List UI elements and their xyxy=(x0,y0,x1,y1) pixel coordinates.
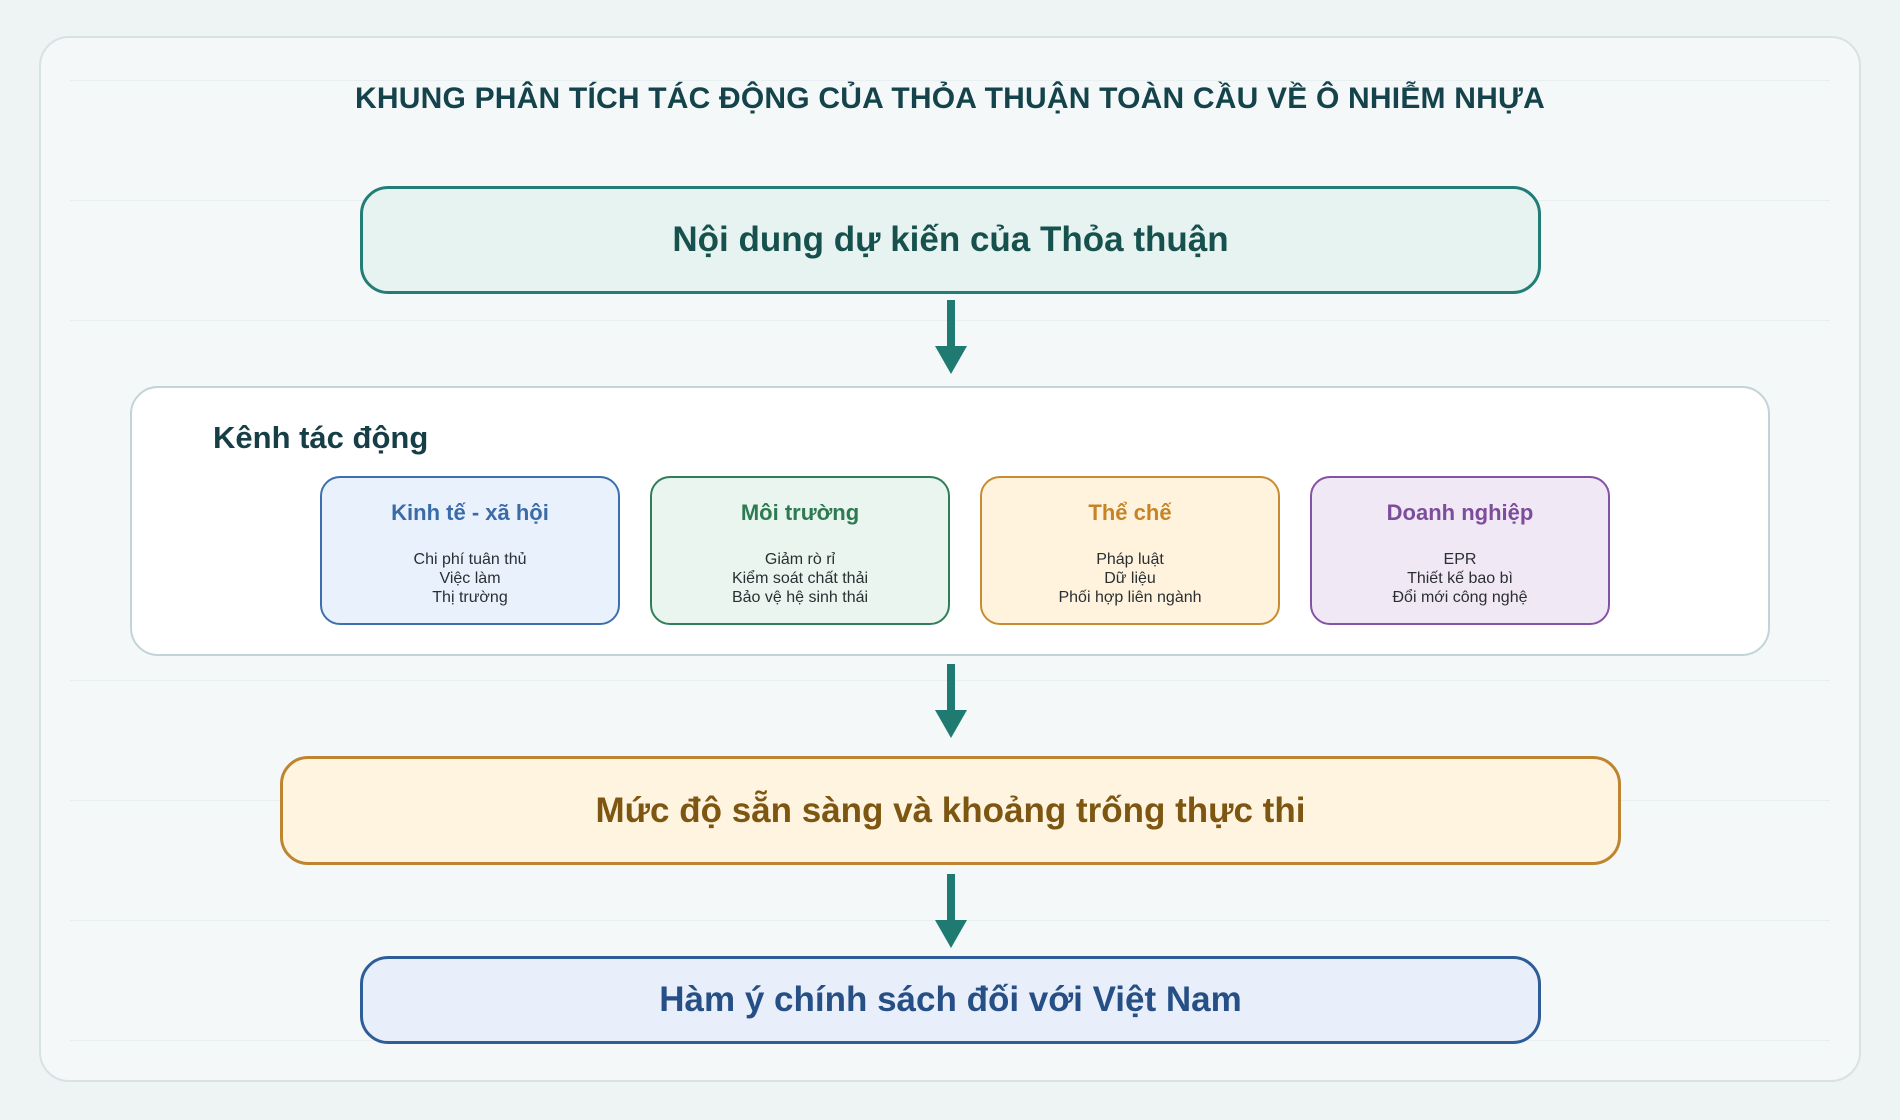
channel-title: Kinh tế - xã hội xyxy=(391,500,549,525)
channel-items: Giảm rò rỉ Kiểm soát chất thải Bảo vệ hệ… xyxy=(652,550,948,607)
stage-readiness-gaps: Mức độ sẵn sàng và khoảng trống thực thi xyxy=(280,756,1621,865)
diagram-title: KHUNG PHÂN TÍCH TÁC ĐỘNG CỦA THỎA THUẬN … xyxy=(355,82,1545,115)
channel-item: Kiểm soát chất thải xyxy=(731,570,869,587)
flow-arrow-down-icon xyxy=(935,664,967,738)
channel-institutional: Thể chế Pháp luật Dữ liệu Phối hợp liên … xyxy=(980,476,1280,625)
channel-item: Chi phí tuân thủ xyxy=(413,551,527,568)
channel-title: Môi trường xyxy=(740,500,860,525)
channel-title: Doanh nghiệp xyxy=(1386,500,1534,525)
channel-item: Giảm rò rỉ xyxy=(764,551,836,568)
channel-title: Thể chế xyxy=(1088,500,1172,525)
channel-item: Phối hợp liên ngành xyxy=(1058,589,1202,606)
channel-socioeconomic: Kinh tế - xã hội Chi phí tuân thủ Việc l… xyxy=(320,476,620,625)
channel-item: Bảo vệ hệ sinh thái xyxy=(731,589,869,606)
stage-policy-implications: Hàm ý chính sách đối với Việt Nam xyxy=(360,956,1541,1044)
flow-arrow-down-icon xyxy=(935,874,967,948)
channel-item: Thiết kế bao bì xyxy=(1407,570,1513,587)
channel-items: Pháp luật Dữ liệu Phối hợp liên ngành xyxy=(982,550,1278,607)
channel-items: EPR Thiết kế bao bì Đổi mới công nghệ xyxy=(1312,550,1608,607)
channel-item: Đổi mới công nghệ xyxy=(1392,589,1528,606)
flow-arrow-down-icon xyxy=(935,300,967,374)
channel-item: EPR xyxy=(1443,551,1477,568)
channel-item: Dữ liệu xyxy=(1104,570,1156,587)
channel-items: Chi phí tuân thủ Việc làm Thị trường xyxy=(322,550,618,607)
grid-line xyxy=(70,80,1830,81)
channel-business: Doanh nghiệp EPR Thiết kế bao bì Đổi mới… xyxy=(1310,476,1610,625)
channel-environment: Môi trường Giảm rò rỉ Kiểm soát chất thả… xyxy=(650,476,950,625)
channel-item: Việc làm xyxy=(439,570,501,587)
channel-item: Thị trường xyxy=(432,589,508,606)
stage-agreement-content: Nội dung dự kiến của Thỏa thuận xyxy=(360,186,1541,294)
channel-item: Pháp luật xyxy=(1096,551,1164,568)
impact-channels-heading: Kênh tác động xyxy=(213,420,429,455)
